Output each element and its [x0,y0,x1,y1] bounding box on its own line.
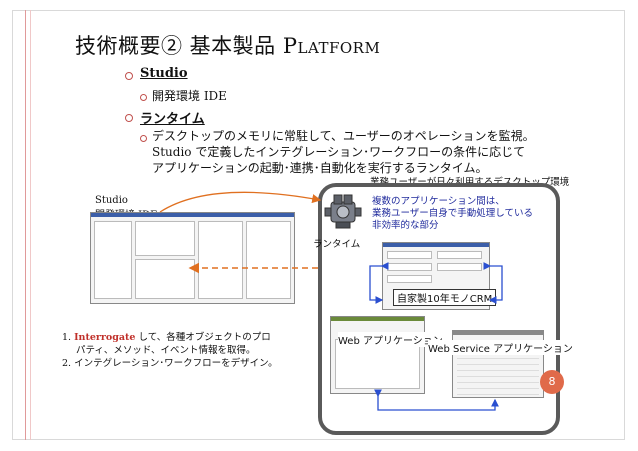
bullet-marker [125,72,133,80]
runtime-label: ランタイム [313,239,361,250]
step-1-text: して、各種オブジェクトのプロ [135,332,271,343]
title-prefix: 技術概要② 基本製品 [75,34,283,58]
step-1-keyword: Interrogate [74,332,136,343]
title-brand-first: P [282,34,298,58]
deploy-arrow [159,191,322,213]
bullet-runtime-sub-line3: アプリケーションの起動･連携･自動化を実行するランタイム。 [152,161,488,175]
page-number-badge: 8 [540,370,564,394]
step-2-number: 2. [62,358,72,369]
problem-text-line1: 複数のアプリケーション間は、 [372,196,505,207]
problem-text-line3: 非効率的な部分 [372,220,439,231]
bullet-studio: Studio [140,66,188,81]
studio-caption: Studio [95,195,128,206]
desktop-environment-label: 業務ユーザーが日々利用するデスクトップ環境 [370,177,570,188]
studio-ide-screenshot [90,212,295,304]
sub-bullet-marker [140,94,147,101]
bullet-runtime: ランタイム [140,112,205,127]
step-1-line1: 1. Interrogate して、各種オブジェクトのプロ [62,331,271,344]
decorative-line [25,10,26,440]
step-1-line2: パティ、メソッド、イベント情報を取得。 [76,345,256,356]
problem-text-line2: 業務ユーザー自身で手動処理している [372,208,534,219]
web-app-label: Web アプリケーション [338,332,443,347]
step-2-text: インテグレーション･ワークフローをデザイン。 [74,358,278,369]
desktop-environment-box [318,183,560,435]
crm-label: 自家製10年モノCRM [393,289,497,306]
slide-frame [12,10,625,440]
sub-bullet-marker [140,135,147,142]
connector-web-bottom [374,389,499,411]
step-1-number: 1. [62,332,72,343]
decorative-line [30,10,31,440]
connector-crm-left [369,262,389,304]
bullet-runtime-sub-line2: Studio で定義したインテグレーション･ワークフローの条件に応じて [152,145,526,159]
engine-icon [322,190,364,232]
web-app-screenshot [330,316,425,394]
webservice-app-label: Web Service アプリケーション [428,340,573,355]
bullet-runtime-sub-line1: デスクトップのメモリに常駐して、ユーザーのオペレーションを監視。 [152,129,535,143]
step-2: 2. インテグレーション･ワークフローをデザイン。 [62,357,278,370]
slide-title: 技術概要② 基本製品 PLATFORM [75,30,380,60]
title-brand-rest: LATFORM [297,39,381,57]
bullet-marker [125,114,133,122]
connector-crm-right [483,262,503,304]
bullet-studio-sub: 開発環境 IDE [152,89,227,103]
